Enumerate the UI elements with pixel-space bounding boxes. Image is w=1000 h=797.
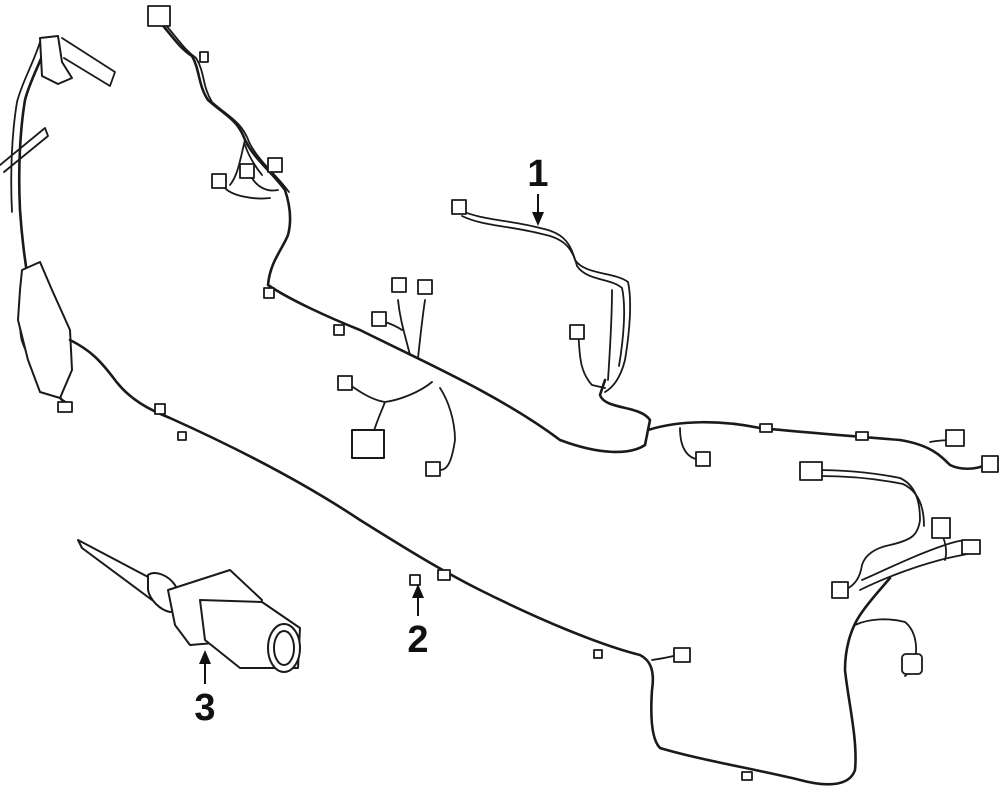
callout-2: 2 (407, 584, 429, 661)
connector-g1 (57, 401, 73, 413)
connector-h1 (673, 647, 691, 663)
connector-i1 (799, 461, 823, 481)
connector-i2 (831, 581, 849, 599)
connector-f1 (945, 429, 965, 447)
harness-2 (0, 35, 981, 786)
harness-2-main-run (68, 338, 892, 786)
top-left-strap (61, 37, 116, 87)
clip-h (177, 431, 187, 441)
connector-a1 (211, 173, 227, 189)
harness-1-branch-b (379, 299, 426, 359)
clip-k (593, 649, 603, 659)
connector-a3 (267, 157, 283, 173)
harness-1-trunk (158, 20, 652, 454)
callout-1-arrow (532, 212, 544, 226)
connector-b3 (371, 311, 387, 327)
clip-b (333, 324, 345, 336)
connector-f2 (981, 455, 999, 473)
callout-3-arrow (199, 650, 211, 664)
harness-2-right-cluster-a2 (819, 475, 925, 527)
callout-3-label: 3 (194, 687, 215, 729)
connector-d1 (451, 199, 467, 215)
connector-d2 (569, 324, 585, 340)
callout-3: 3 (194, 650, 216, 729)
clip-top (199, 51, 209, 63)
connector-b1 (391, 277, 407, 293)
clip-i (409, 574, 421, 586)
connector-e1 (695, 451, 711, 467)
callout-2-label: 2 (407, 619, 428, 661)
harness-1-trunk-parallel (164, 23, 290, 193)
harness-2-right-cluster-a (814, 469, 921, 591)
clip-f (855, 431, 869, 441)
clip-j (437, 569, 451, 581)
connector-i4 (961, 539, 981, 555)
clip-a (263, 287, 275, 299)
connector-top-left (147, 5, 171, 27)
connector-i3 (931, 517, 951, 539)
harness-1-loop-inner (607, 289, 613, 381)
clip-l (741, 771, 753, 781)
harness-1-loop (459, 209, 632, 393)
sensor-part-3 (77, 539, 301, 673)
connector-a2 (239, 163, 255, 179)
left-bracket (17, 261, 73, 399)
callout-1: 1 (527, 153, 549, 226)
sensor-face-inner (273, 630, 295, 666)
top-left-bracket (39, 35, 73, 85)
harness-1 (147, 5, 999, 477)
connector-c1 (337, 375, 353, 391)
harness-2-right-cluster-b (859, 529, 979, 591)
connector-c3 (425, 461, 441, 477)
clip-e (759, 423, 773, 433)
harness-1-loop-parallel (461, 215, 626, 367)
connector-i5 (901, 653, 923, 675)
callout-1-label: 1 (527, 153, 548, 195)
connector-c2-block (351, 429, 385, 459)
callout-2-arrow (412, 584, 424, 598)
clip-g (154, 403, 166, 415)
harness-1-branch-a2 (224, 177, 279, 200)
harness-2-left-parallel (10, 41, 41, 213)
connector-b2 (417, 279, 433, 295)
left-strap (0, 127, 49, 173)
